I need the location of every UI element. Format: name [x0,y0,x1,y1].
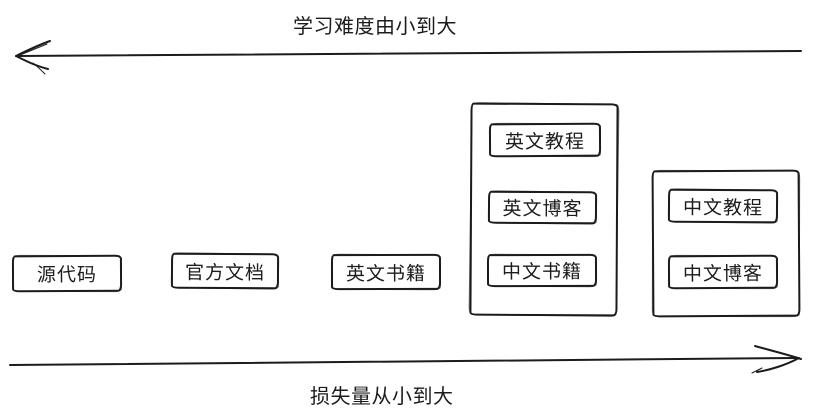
node-english-books: 英文书籍 [330,253,442,291]
node-label: 中文书籍 [501,261,583,284]
node-label: 英文教程 [504,131,586,153]
node-label: 源代码 [36,264,98,287]
node-label: 英文博客 [502,198,583,221]
node-chinese-books: 中文书籍 [486,253,598,288]
node-english-blogs: 英文博客 [487,190,598,225]
node-label: 中文博客 [682,263,764,285]
node-chinese-blogs: 中文博客 [667,254,779,290]
right-arrow [9,345,802,374]
node-official-docs: 官方文档 [170,252,280,290]
top-axis-label: 学习难度由小到大 [293,16,457,38]
node-label: 官方文档 [184,262,266,284]
node-chinese-tutorials: 中文教程 [667,188,779,224]
node-label: 英文书籍 [345,263,427,285]
bottom-axis-label: 损失量从小到大 [310,386,454,408]
node-source-code: 源代码 [11,254,123,293]
left-arrow [15,40,802,75]
node-english-tutorials: 英文教程 [488,122,602,158]
node-label: 中文教程 [682,197,764,219]
